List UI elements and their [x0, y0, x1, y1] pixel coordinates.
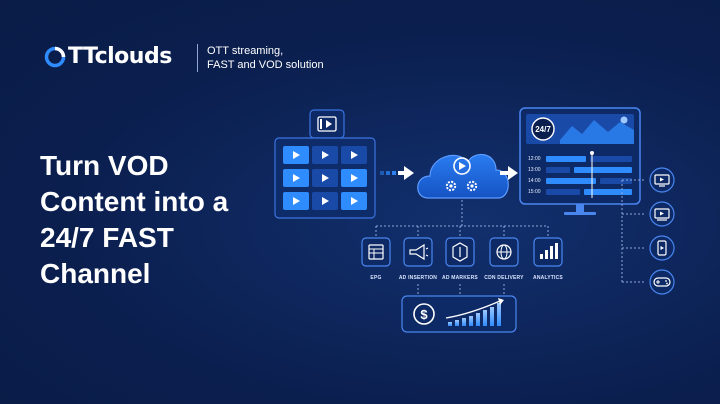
device-connectors [621, 179, 645, 283]
video-tile [283, 146, 309, 164]
service-connectors [375, 200, 549, 294]
schedule-time: 13:00 [528, 167, 541, 173]
schedule-time: 14:00 [528, 178, 541, 184]
brand-name: TTclouds [68, 44, 172, 69]
service-ad-insertion: AD INSERTION [399, 237, 437, 281]
video-tile [312, 146, 338, 164]
film-icon [317, 116, 337, 132]
schedule-time: 15:00 [528, 189, 541, 195]
dollar-icon: $ [413, 303, 435, 325]
gear-icon [445, 180, 457, 192]
video-tile [341, 146, 367, 164]
epg-icon [368, 244, 384, 260]
schedule-time: 12:00 [528, 156, 541, 162]
schedule-grid: 12:00 13:00 14:00 15:00 [528, 151, 632, 198]
video-tile [312, 192, 338, 210]
megaphone-icon [409, 243, 429, 261]
badge-24-7-label: 24/7 [535, 125, 551, 134]
service-cdn-delivery: CDN DELIVERY [484, 237, 524, 281]
service-analytics: ANALYTICS [533, 237, 563, 281]
headline-line-1: Turn VOD [40, 150, 169, 181]
video-tile [312, 169, 338, 187]
video-tiles [283, 146, 367, 210]
video-tile [341, 169, 367, 187]
gamepad-icon [649, 269, 675, 295]
video-tile [283, 169, 309, 187]
cloud-processing-icon [417, 153, 509, 199]
device-icons [649, 167, 675, 295]
vod-library-panel [274, 109, 376, 219]
logo-o-icon [44, 46, 66, 68]
service-label: EPG [370, 275, 381, 281]
logo-divider [197, 44, 198, 72]
service-label: AD MARKERS [442, 275, 478, 281]
marker-icon [452, 242, 468, 262]
tagline-line-1: OTT streaming, [207, 45, 284, 57]
arrow-to-monitor [500, 166, 518, 180]
service-epg: EPG [361, 237, 391, 281]
fast-channel-monitor: 24/7 12:00 13:00 14:00 15:00 [519, 107, 641, 215]
brand-tagline: OTT streaming, FAST and VOD solution [207, 44, 324, 72]
service-label: CDN DELIVERY [484, 275, 524, 281]
video-tile [341, 192, 367, 210]
headline-line-2: Content into a [40, 186, 229, 217]
service-label: ANALYTICS [533, 275, 563, 281]
gear-icon [466, 180, 478, 192]
monetization-panel: $ [401, 295, 517, 333]
tagline-line-2: FAST and VOD solution [207, 59, 324, 71]
monitor-icon [649, 201, 675, 227]
badge-24-7: 24/7 [531, 117, 555, 141]
headline-line-4: Channel [40, 258, 151, 289]
brand-logo: TTclouds [44, 44, 172, 69]
bar-chart-icon [540, 243, 558, 259]
arrow-to-cloud [380, 166, 414, 180]
service-label: AD INSERTION [399, 275, 437, 281]
headline: Turn VOD Content into a 24/7 FAST Channe… [40, 148, 280, 292]
service-ad-markers: AD MARKERS [442, 237, 478, 281]
tv-icon [649, 167, 675, 193]
dollar-symbol: $ [420, 307, 428, 322]
growth-chart-icon [445, 298, 504, 326]
globe-icon [496, 244, 512, 260]
phone-icon [649, 235, 675, 261]
headline-line-3: 24/7 FAST [40, 222, 174, 253]
video-tile [283, 192, 309, 210]
